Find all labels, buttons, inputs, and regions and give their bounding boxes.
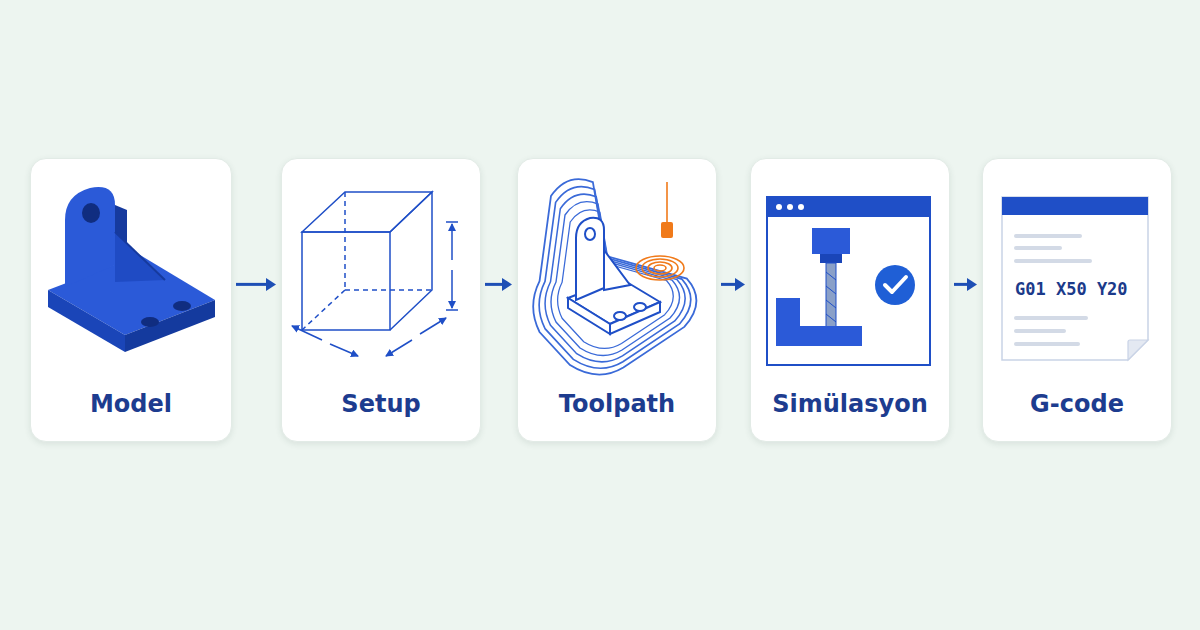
flow-arrow <box>485 278 512 291</box>
spiral-toolpath <box>636 182 684 280</box>
arrow-line <box>236 283 268 286</box>
step-label: Model <box>90 390 172 419</box>
stock-box <box>292 192 458 356</box>
arrow-head <box>266 278 276 291</box>
gcode-document <box>1002 197 1148 360</box>
end-mill <box>661 222 673 238</box>
step-label: G-code <box>1030 390 1124 419</box>
flow-arrow <box>721 278 745 291</box>
arrow-line <box>721 283 737 286</box>
step-label: Simülasyon <box>772 390 928 419</box>
flow-arrow <box>236 278 276 291</box>
arrow-line <box>954 283 969 286</box>
arrow-head <box>502 278 512 291</box>
toolpath-contours <box>533 179 696 374</box>
step-label: Setup <box>341 390 420 419</box>
flow-arrow <box>954 278 977 291</box>
gcode-line: G01 X50 Y20 <box>1013 279 1130 299</box>
step-card: Setup <box>281 158 481 442</box>
arrow-head <box>967 278 977 291</box>
arrow-line <box>485 283 504 286</box>
step-label: Toolpath <box>559 390 675 419</box>
simulation-window <box>767 197 930 365</box>
bracket-model <box>48 187 215 352</box>
arrow-head <box>735 278 745 291</box>
toolpath-bracket <box>568 218 660 334</box>
